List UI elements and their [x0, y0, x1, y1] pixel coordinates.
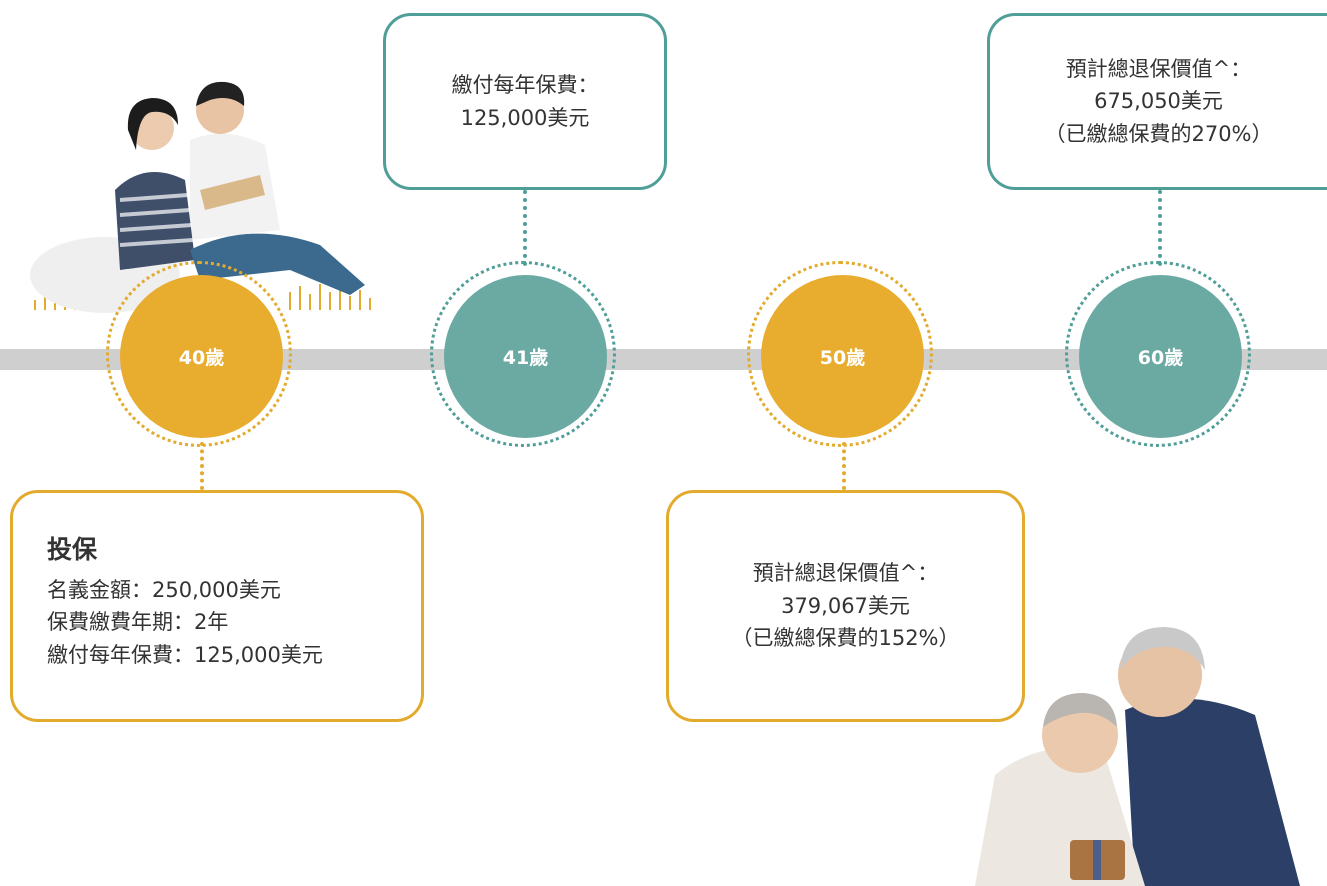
surrender-value-label: 預計總退保價值^：	[752, 561, 939, 586]
surrender-value-label: 預計總退保價值^：	[1065, 56, 1252, 81]
dotted-ring	[430, 261, 616, 447]
surrender-value-percent: （已繳總保費的270%）	[1044, 121, 1273, 146]
surrender-value-percent: （已繳總保費的152%）	[731, 626, 960, 651]
dotted-ring	[747, 261, 933, 447]
milestone-age-60: 60歲	[1065, 261, 1251, 447]
surrender-value-amount: 379,067美元	[781, 593, 910, 618]
milestone-age-41: 41歲	[430, 261, 616, 447]
milestone-age-50: 50歲	[747, 261, 933, 447]
dotted-ring	[106, 261, 292, 447]
annual-premium-label: 繳付每年保費：	[451, 72, 599, 97]
annual-premium-text: 繳付每年保費：125,000美元	[47, 642, 323, 667]
senior-couple-photo	[975, 627, 1300, 886]
connector-60	[1158, 190, 1162, 266]
info-box-41: 繳付每年保費： 125,000美元	[383, 13, 667, 190]
info-box-50: 預計總退保價值^： 379,067美元 （已繳總保費的152%）	[666, 490, 1025, 722]
info-box-60: 預計總退保價值^： 675,050美元 （已繳總保費的270%）	[987, 13, 1327, 190]
dotted-ring	[1065, 261, 1251, 447]
box-title: 投保	[47, 535, 98, 564]
connector-40	[200, 442, 204, 490]
timeline-bar	[0, 349, 1327, 370]
age-label: 41歲	[502, 347, 549, 369]
milestone-age-40: 40歲	[106, 261, 292, 447]
connector-41	[523, 190, 527, 266]
info-box-40: 投保 名義金額：250,000美元 保費繳費年期：2年 繳付每年保費：125,0…	[10, 490, 424, 722]
annual-premium-value: 125,000美元	[460, 105, 590, 130]
payment-term-text: 保費繳費年期：2年	[47, 610, 229, 635]
age-label: 60歲	[1137, 347, 1184, 369]
age-label: 40歲	[178, 347, 225, 369]
age-label: 50歲	[819, 347, 866, 369]
connector-50	[842, 442, 846, 490]
notional-amount-text: 名義金額：250,000美元	[47, 577, 281, 602]
surrender-value-amount: 675,050美元	[1094, 89, 1223, 114]
